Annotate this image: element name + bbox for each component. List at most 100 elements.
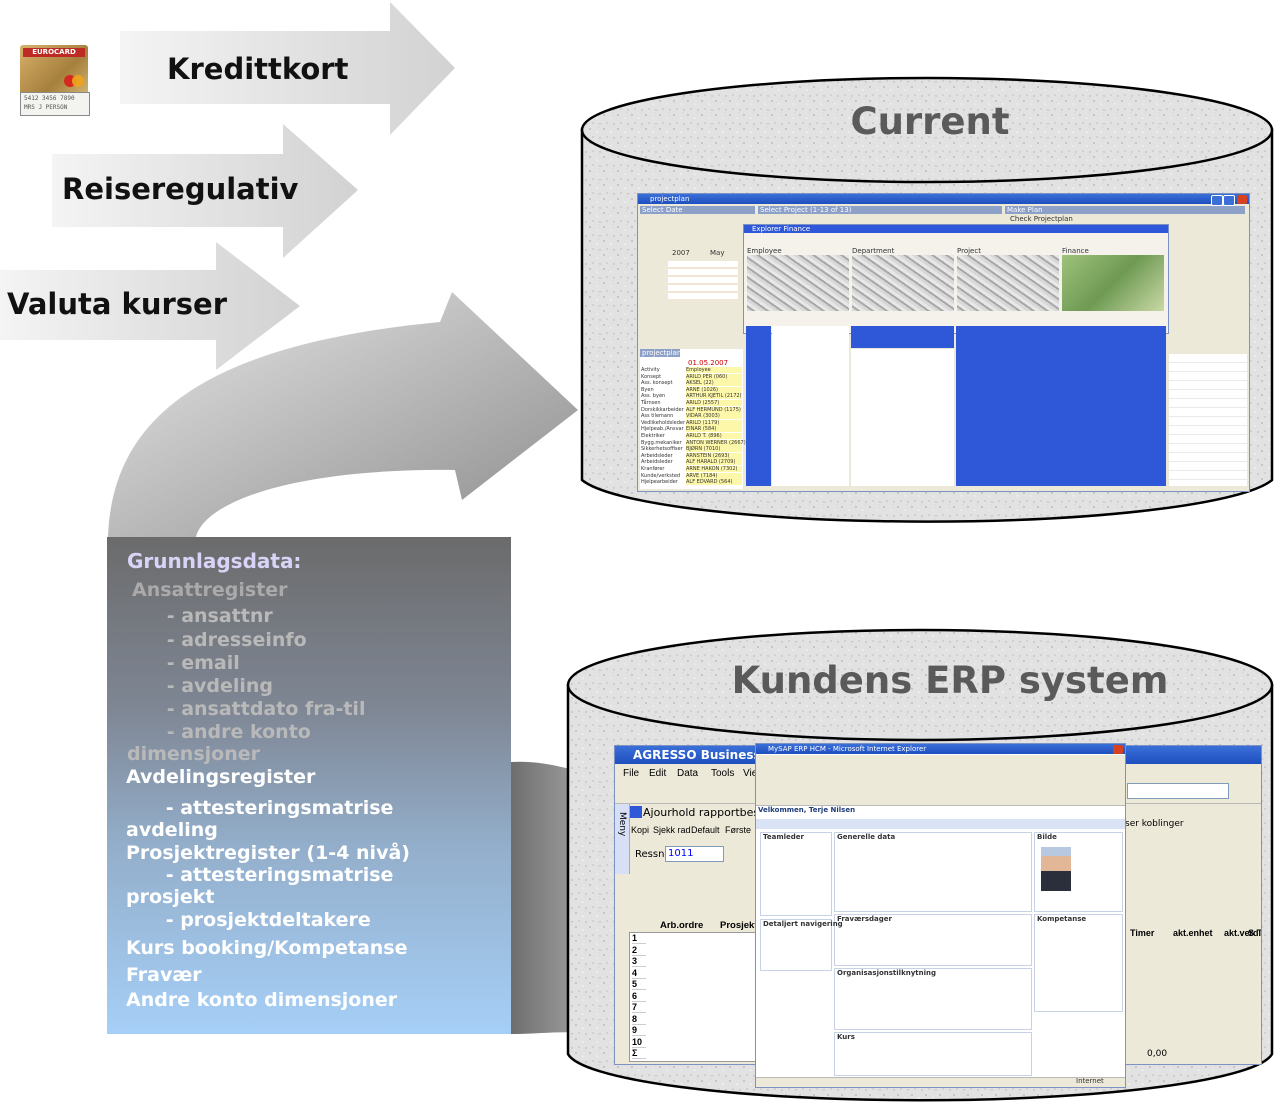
grunnlagsdata-line: - attesteringsmatrise bbox=[126, 864, 394, 886]
ie-title: MySAP ERP HCM - Microsoft Internet Explo… bbox=[756, 744, 1125, 754]
side-row-value[interactable]: ARVE (7184) bbox=[686, 472, 742, 479]
employee-list-white bbox=[772, 326, 849, 486]
side-row-value[interactable]: VIDAR (3003) bbox=[686, 413, 742, 420]
card-holder: MRS J PERSON bbox=[24, 104, 68, 111]
side-row-label: Byen bbox=[641, 386, 654, 393]
side-row-value[interactable]: ARNE HAKON (7302) bbox=[686, 466, 742, 472]
action-item[interactable]: Default bbox=[691, 825, 720, 835]
side-row-value[interactable]: ALF EDVARD (564) bbox=[686, 479, 742, 486]
action-item[interactable]: Kopi bbox=[631, 825, 650, 835]
grunnlagsdata-box: Grunnlagsdata: Ansattregister - ansattnr… bbox=[107, 537, 511, 1034]
arrow-reiseregulativ bbox=[52, 124, 358, 258]
grunnlagsdata-line: - email bbox=[127, 652, 240, 674]
grunnlagsdata-line: - prosjektdeltakere bbox=[126, 909, 371, 931]
menu-item[interactable]: View bbox=[743, 768, 765, 779]
section-finance: Finance bbox=[1062, 247, 1089, 255]
department-list[interactable] bbox=[851, 326, 954, 348]
panel-select-date-label: Select Date bbox=[642, 206, 683, 214]
side-row-label: Activity bbox=[641, 367, 660, 373]
grunnlagsdata-line: Avdelingsregister bbox=[126, 766, 316, 788]
grid-row-number: 7 bbox=[632, 1002, 646, 1013]
grunnlagsdata-title: Grunnlagsdata: bbox=[127, 549, 302, 573]
side-menu[interactable] bbox=[615, 804, 630, 874]
calendar[interactable]: 2007 May bbox=[660, 249, 740, 304]
employee-list[interactable] bbox=[746, 326, 771, 486]
side-row-value[interactable]: ARILD PER (060) bbox=[686, 373, 742, 380]
side-row-value[interactable]: ARTHUR KJETIL (2172) bbox=[686, 393, 742, 400]
grid-row-number: 2 bbox=[632, 945, 646, 956]
arrow-label-kredittkort: Kredittkort bbox=[167, 52, 349, 86]
ie-section-navigering-label: Detaljert navigering bbox=[763, 920, 843, 928]
agresso-dropdown[interactable] bbox=[1127, 783, 1229, 799]
project-list[interactable] bbox=[956, 326, 1166, 486]
side-row-label: Hjelpeab./Ansvar bbox=[641, 426, 684, 433]
ie-close-icon bbox=[1113, 745, 1123, 754]
ressnr-input[interactable]: 1011 bbox=[665, 846, 724, 862]
side-row-value[interactable]: ARNE (1026) bbox=[686, 386, 742, 393]
grid-row-number: 1 bbox=[632, 933, 646, 944]
action-item[interactable]: Sjekk rad bbox=[653, 825, 691, 835]
ie-section-kurs: Kurs bbox=[834, 1032, 1032, 1076]
side-row-value[interactable]: ANTON WERNER (2667) bbox=[686, 439, 746, 446]
grunnlagsdata-line: avdeling bbox=[126, 819, 218, 841]
side-row-label: Hjelpearbeider bbox=[641, 479, 678, 486]
side-row-label: Arbeidsleder bbox=[641, 452, 673, 459]
side-row-value[interactable]: Employee bbox=[686, 367, 742, 373]
side-row-label: Arbeidsleder bbox=[641, 459, 673, 466]
menu-item[interactable]: Data bbox=[677, 768, 699, 779]
check-projectplan[interactable]: Check Projectplan bbox=[1010, 215, 1073, 223]
ie-status: Internet bbox=[1076, 1077, 1104, 1085]
tab-badge bbox=[630, 806, 642, 818]
ie-section-fravaer-label: Fraværsdager bbox=[837, 915, 892, 923]
portrait-photo bbox=[1041, 847, 1071, 891]
ie-section-generelle: Generelle data bbox=[834, 832, 1032, 912]
grunnlagsdata-line: - attesteringsmatrise bbox=[126, 797, 394, 819]
payroll-grid bbox=[1169, 354, 1247, 486]
menu-item[interactable]: Tools bbox=[711, 768, 735, 779]
grid-column-header: Arb.ordre bbox=[660, 920, 704, 931]
side-row-value[interactable]: ARILD T. (896) bbox=[686, 433, 742, 439]
projectplan-titlebar: projectplan bbox=[638, 194, 1249, 204]
grunnlagsdata-line: Prosjektregister (1-4 nivå) bbox=[126, 842, 410, 864]
grid-right-header: T bbox=[1257, 928, 1262, 938]
side-row-label: Kunde/verksted bbox=[641, 472, 681, 479]
menu-item[interactable]: Edit bbox=[649, 768, 667, 779]
calendar-month: May bbox=[710, 249, 725, 257]
side-row-value[interactable]: AKSEL (22) bbox=[686, 380, 742, 387]
ie-section-kurs-label: Kurs bbox=[837, 1033, 855, 1041]
side-date: 01.05.2007 bbox=[688, 359, 729, 367]
maximize-icon bbox=[1223, 195, 1235, 206]
agresso-total: 0,00 bbox=[1147, 1049, 1168, 1059]
tab-ajourhold[interactable]: Ajourhold rapportbestilling bbox=[643, 806, 790, 819]
side-row-value[interactable]: ALF HARALD (2709) bbox=[686, 459, 742, 466]
card-number: 5412 3456 7890 bbox=[24, 95, 75, 102]
menu-item[interactable]: File bbox=[623, 768, 640, 779]
side-row-value[interactable]: ARILD (1179) bbox=[686, 419, 742, 426]
ie-section-generelle-label: Generelle data bbox=[837, 833, 896, 841]
grid-row-number: 3 bbox=[632, 956, 646, 967]
side-row-label: Ass. byen bbox=[641, 393, 666, 400]
side-row-value[interactable]: ALF HERMUND (1175) bbox=[686, 406, 742, 413]
side-row-label: Vedlikeholdsleder bbox=[641, 419, 686, 426]
employee-image bbox=[747, 255, 849, 311]
card-strip: 5412 3456 7890 MRS J PERSON bbox=[20, 92, 90, 116]
action-item[interactable]: Første bbox=[725, 825, 751, 835]
panel-make-plan: Make Plan bbox=[1005, 206, 1245, 214]
grunnlagsdata-line: Ansattregister bbox=[132, 579, 288, 601]
agresso-koblinger[interactable]: ser koblinger bbox=[1125, 819, 1184, 829]
side-row-value[interactable]: ARILD (2557) bbox=[686, 400, 742, 406]
ressnr-label: Ressnr bbox=[635, 849, 669, 860]
grid-row-number: 10 bbox=[632, 1037, 646, 1048]
side-row-label: Tårnsen bbox=[641, 400, 661, 406]
side-row-label: Ass tilemann bbox=[641, 413, 674, 420]
curved-arrow bbox=[108, 292, 578, 537]
side-row-value[interactable]: ARNSTEIN (2693) bbox=[686, 452, 742, 459]
section-employee: Employee bbox=[747, 247, 782, 255]
panel-select-date: Select Date bbox=[640, 206, 755, 214]
grunnlagsdata-line: - ansattnr bbox=[127, 605, 273, 627]
grid-row-number: 5 bbox=[632, 979, 646, 990]
side-row-value[interactable]: EINAR (584) bbox=[686, 426, 742, 433]
side-row-value[interactable]: BJØRN (7010) bbox=[686, 446, 742, 453]
